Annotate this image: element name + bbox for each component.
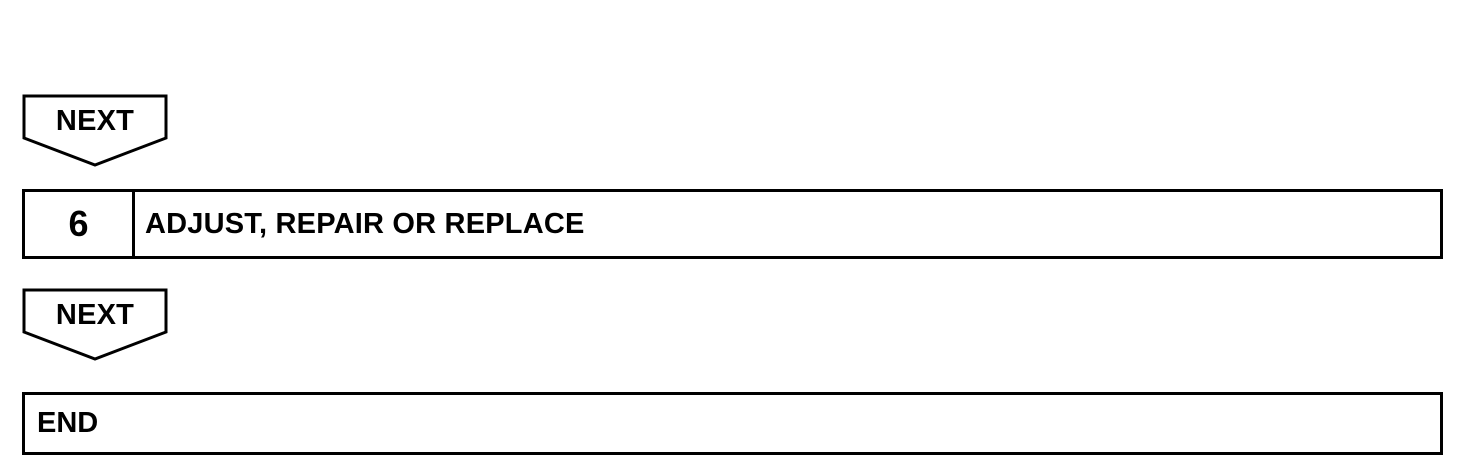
next-arrow-1: NEXT [22, 94, 168, 168]
down-arrow-shape-icon [22, 94, 168, 167]
down-arrow-shape-icon [22, 288, 168, 361]
next-label: NEXT [55, 299, 135, 331]
step-number: 6 [25, 192, 135, 256]
next-label: NEXT [55, 105, 135, 137]
step-text: ADJUST, REPAIR OR REPLACE [145, 207, 585, 240]
step-box: 6 ADJUST, REPAIR OR REPLACE [22, 189, 1443, 259]
next-arrow-2: NEXT [22, 288, 168, 362]
end-box: END [22, 392, 1443, 455]
